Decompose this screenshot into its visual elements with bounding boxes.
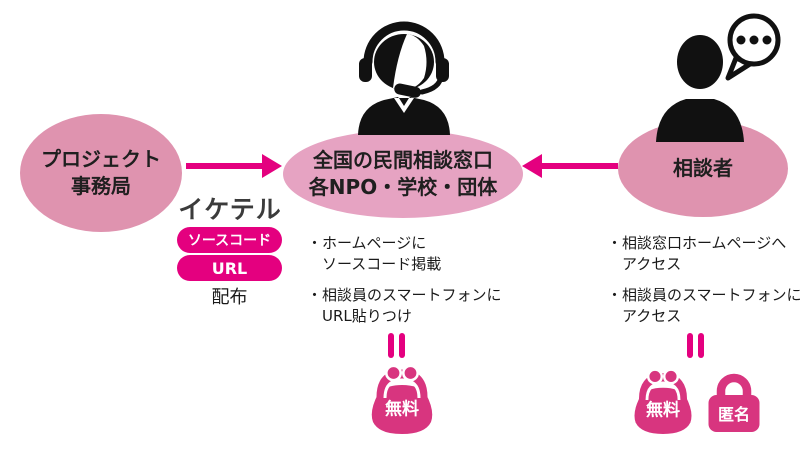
anonymous-label: 匿名 [717,405,750,425]
bullet: ・ [307,286,323,304]
operator-headset-icon [358,21,450,135]
center-note-2: ・ 相談員のスマートフォンに URL貼りつけ [307,285,522,327]
right-notes: ・ 相談窓口ホームページへ アクセス ・ 相談員のスマートフォンに アクセス [607,233,800,337]
badge-url: URL [177,255,282,281]
right-note-2: ・ 相談員のスマートフォンに アクセス [607,285,800,327]
center-note-1-line1: ホームページに [322,234,427,252]
free-label: 無料 [385,399,419,420]
distribution-caption: 配布 [211,287,248,308]
node-consultation-desks-label: 全国の民間相談窓口 各NPO・学校・団体 [309,147,497,201]
right-note-1-line2: アクセス [622,255,682,273]
center-note-2-line1: 相談員のスマートフォンに [322,286,502,304]
node-project-office: プロジェクト 事務局 [20,114,182,232]
right-note-1-line1: 相談窓口ホームページへ [622,234,787,252]
node-consultation-desks-line1: 全国の民間相談窓口 [313,148,493,172]
equals-icon [388,333,405,358]
anonymous-lock-icon: 匿名 [707,367,761,435]
bullet: ・ [607,234,623,252]
right-note-2-line2: アクセス [622,307,682,325]
center-note-1-line2: ソースコード掲載 [322,255,442,273]
badge-source-code: ソースコード [177,227,282,253]
center-note-1: ・ ホームページに ソースコード掲載 [307,233,522,275]
node-project-office-line2: 事務局 [71,174,131,198]
node-project-office-line1: プロジェクト [41,147,161,171]
node-project-office-label: プロジェクト 事務局 [41,146,161,200]
node-consulter-label: 相談者 [673,156,733,180]
bullet: ・ [307,234,323,252]
right-note-2-line1: 相談員のスマートフォンに [622,286,800,304]
arrow-right-icon [186,154,282,178]
bullet: ・ [607,286,623,304]
equals-icon [687,333,704,358]
node-consultation-desks-line2: 各NPO・学校・団体 [308,175,498,199]
arrow-left-icon [522,154,618,178]
free-purse-icon: 無料 [368,364,436,434]
node-consultation-desks: 全国の民間相談窓口 各NPO・学校・団体 [283,130,523,218]
free-label: 無料 [646,400,680,421]
distribution-title: イケテル [178,195,282,224]
person-icon [656,13,781,142]
center-notes: ・ ホームページに ソースコード掲載 ・ 相談員のスマートフォンに URL貼りつ… [307,233,522,337]
center-note-2-line2: URL貼りつけ [322,307,412,325]
free-purse-icon: 無料 [630,368,696,434]
right-note-1: ・ 相談窓口ホームページへ アクセス [607,233,800,275]
